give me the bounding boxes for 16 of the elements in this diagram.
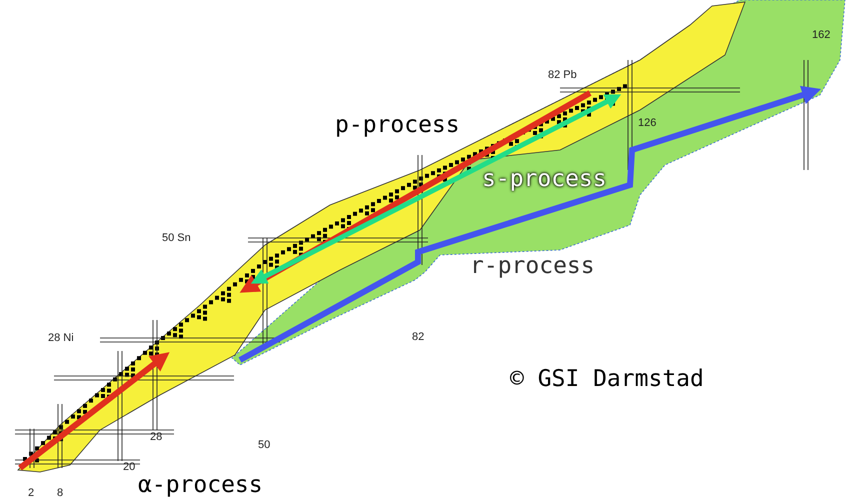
- process-label: α-process: [138, 474, 263, 497]
- axis-number: 28 Ni: [48, 333, 74, 344]
- process-label: r-process: [470, 255, 595, 278]
- axis-number: 50: [258, 440, 270, 451]
- axis-number: 20: [123, 462, 136, 473]
- process-label: © GSI Darmstad: [510, 368, 704, 391]
- process-label: p-process: [335, 114, 460, 137]
- axis-number: 162: [812, 30, 830, 41]
- axis-number: 82 Pb: [548, 70, 577, 81]
- axis-number: 82: [412, 332, 424, 343]
- axis-number: 28: [150, 432, 162, 443]
- axis-number: 8: [57, 488, 64, 499]
- axis-number: 2: [28, 488, 34, 499]
- axis-number: 126: [638, 118, 656, 129]
- axis-number: 50 Sn: [162, 233, 191, 244]
- process-label: s-process: [482, 168, 607, 191]
